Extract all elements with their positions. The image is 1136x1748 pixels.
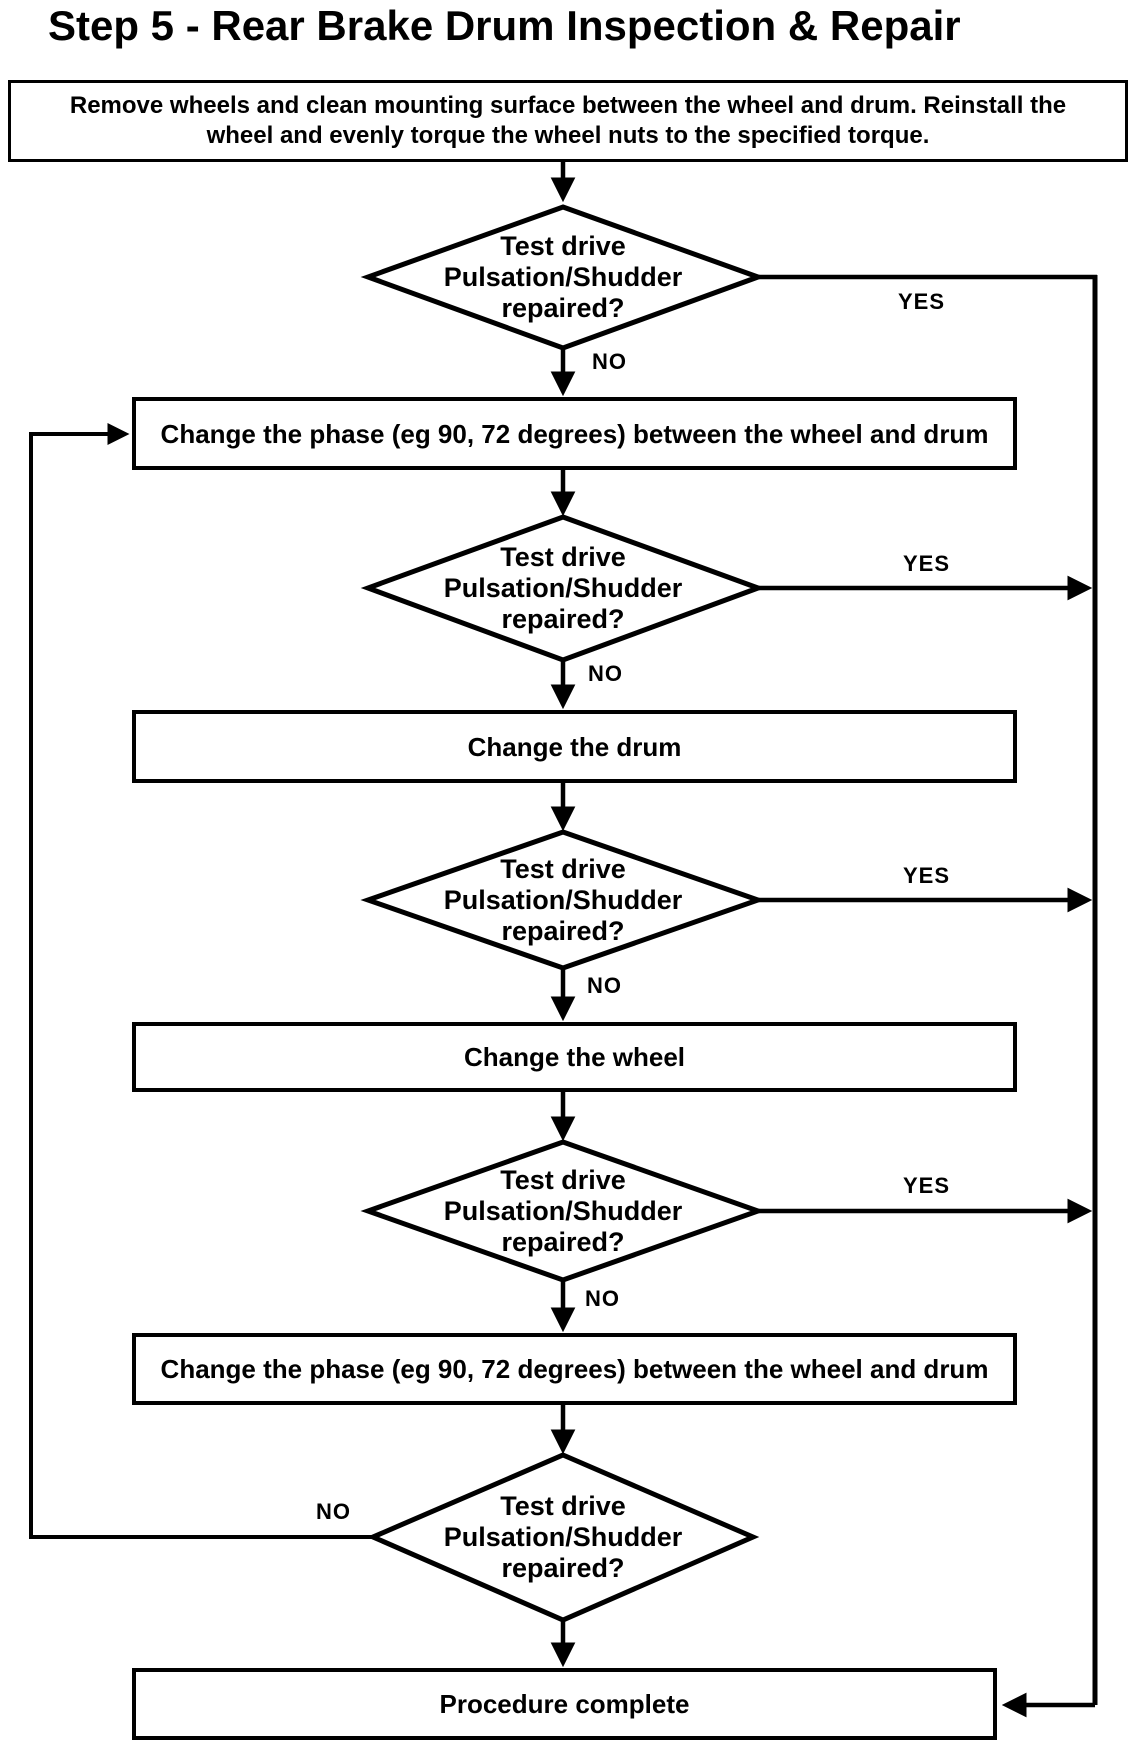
decision-4-label: Test drive Pulsation/Shudder repaired? <box>443 1165 683 1257</box>
yes-label-4: YES <box>903 1173 951 1198</box>
process-box-change-phase-2: Change the phase (eg 90, 72 degrees) bet… <box>132 1333 1017 1405</box>
decision-5-shape <box>366 1452 760 1623</box>
start-box-text: Remove wheels and clean mounting surface… <box>69 92 1067 149</box>
yes-label-1: YES <box>898 289 946 314</box>
no-label-2: NO <box>588 661 623 686</box>
process-box-change-wheel: Change the wheel <box>132 1022 1017 1092</box>
process-box-text: Change the phase (eg 90, 72 degrees) bet… <box>160 1354 989 1384</box>
no-label-3: NO <box>587 973 622 998</box>
process-box-change-phase-1: Change the phase (eg 90, 72 degrees) bet… <box>132 397 1017 470</box>
process-box-text: Change the drum <box>467 731 682 762</box>
decision-2-label: Test drive Pulsation/Shudder repaired? <box>443 542 683 634</box>
end-box-procedure-complete: Procedure complete <box>132 1668 997 1740</box>
decision-3-label: Test drive Pulsation/Shudder repaired? <box>443 854 683 946</box>
no-label-4: NO <box>585 1286 620 1311</box>
start-box: Remove wheels and clean mounting surface… <box>8 80 1128 162</box>
yes-label-2: YES <box>903 551 951 576</box>
process-box-text: Change the wheel <box>463 1042 686 1072</box>
no-label-5: NO <box>316 1499 351 1524</box>
decision-4-shape <box>360 1139 766 1283</box>
process-box-text: Change the phase (eg 90, 72 degrees) bet… <box>160 418 989 449</box>
edge-d5-no-loop <box>29 423 373 1539</box>
decision-2-shape <box>360 514 766 663</box>
decision-1-label: Test drive Pulsation/Shudder repaired? <box>443 231 683 323</box>
decision-3-shape <box>360 829 766 971</box>
page-title: Step 5 - Rear Brake Drum Inspection & Re… <box>48 2 961 49</box>
process-box-change-drum: Change the drum <box>132 710 1017 783</box>
end-box-text: Procedure complete <box>439 1689 690 1719</box>
decision-1-shape <box>360 204 766 351</box>
no-label-1: NO <box>592 349 627 374</box>
yes-label-3: YES <box>903 863 951 888</box>
decision-5-label: Test drive Pulsation/Shudder repaired? <box>443 1491 683 1583</box>
